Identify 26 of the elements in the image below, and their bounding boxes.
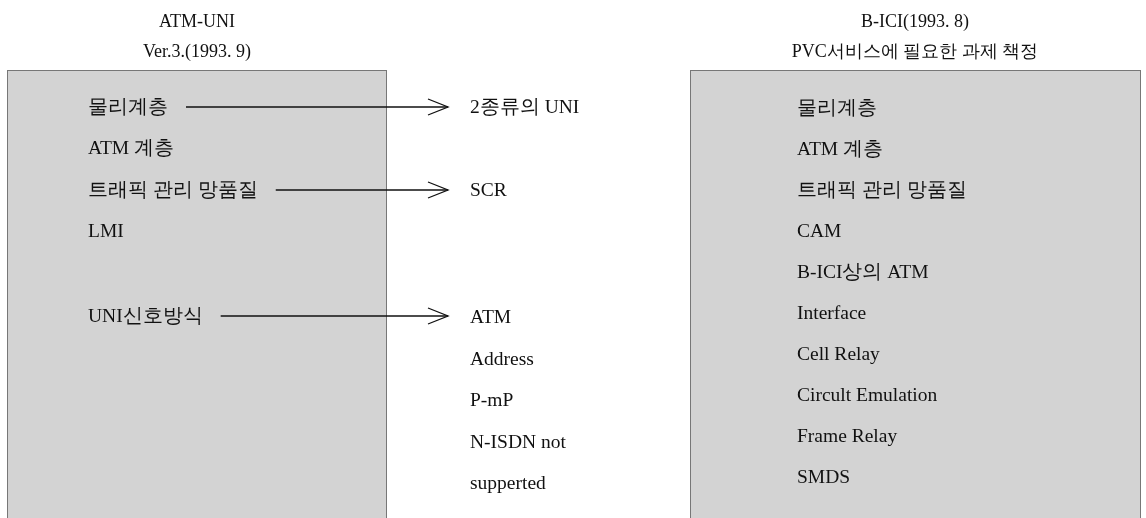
list-item: ATM Address xyxy=(470,305,535,371)
list-item: 트래픽 관리 망품질 xyxy=(797,178,968,202)
panel-title: B-ICI(1993. 8) xyxy=(860,10,970,33)
list-item: LMI xyxy=(88,219,124,243)
list-item: Frame Relay xyxy=(797,424,899,448)
list-item: N-ISDN not supperted xyxy=(470,429,567,495)
panel-subtitle: PVC서비스에 필요한 과제 책정 xyxy=(790,40,1040,63)
list-item: Circult Emulation xyxy=(797,383,939,407)
list-item: CAM xyxy=(797,219,843,243)
list-item: B-ICI상의 ATM Interface xyxy=(797,260,930,326)
list-item: 트래픽 관리 망품질 xyxy=(88,178,258,202)
panel-subtitle: Ver.3.(1993. 9) xyxy=(142,40,252,63)
arrow xyxy=(185,98,449,116)
list-item: UNI신호방식 xyxy=(88,304,203,328)
list-item: 2종류의 UNI xyxy=(470,95,580,119)
list-item: ATM 계층 xyxy=(797,137,885,161)
arrow xyxy=(275,181,449,199)
list-item: 물리계층 xyxy=(88,95,168,119)
arrow xyxy=(220,307,449,325)
list-item: P-mP xyxy=(470,388,515,412)
list-item: 물리계층 xyxy=(797,96,878,120)
list-item: Cell Relay xyxy=(797,342,881,366)
list-item: SMDS xyxy=(797,465,852,489)
list-item: SCR xyxy=(470,178,507,202)
panel-title: ATM-UNI xyxy=(158,10,236,33)
list-item: ATM 계층 xyxy=(88,136,175,160)
